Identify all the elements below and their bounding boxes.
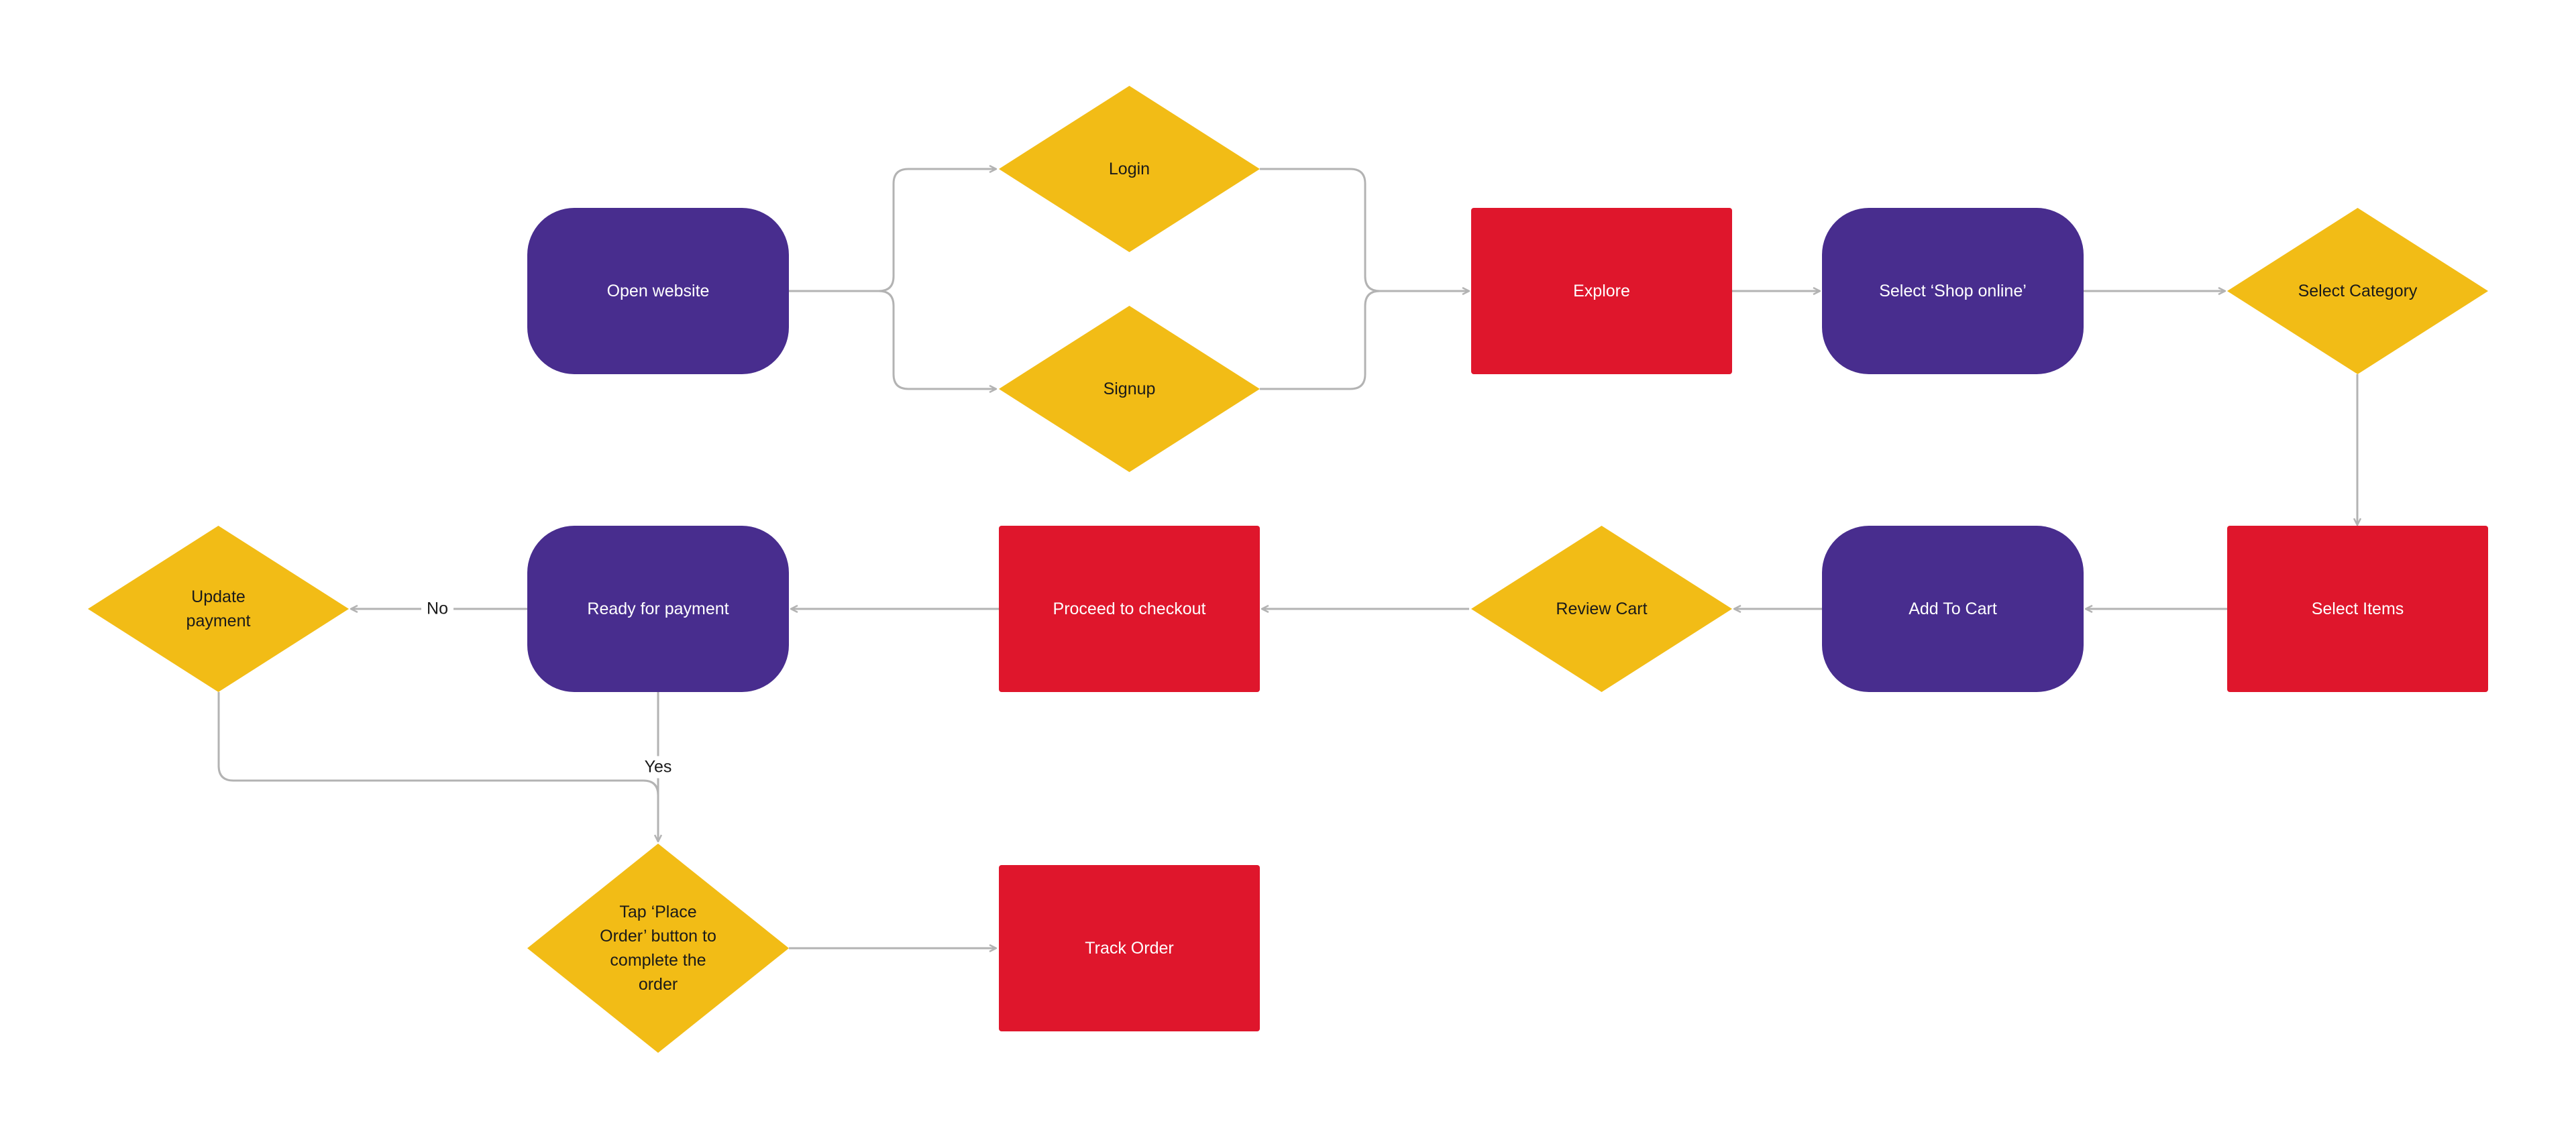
connector-update-to-place-order xyxy=(217,692,659,796)
connector-signup-to-explore xyxy=(1260,290,1381,390)
node-select-shop-online-label: Select ‘Shop online’ xyxy=(1879,281,2027,300)
node-explore-label: Explore xyxy=(1573,281,1630,300)
node-place-order: Tap ‘Place Order’ button to complete the… xyxy=(527,844,789,1053)
node-explore: Explore xyxy=(1471,208,1732,374)
node-select-items-label: Select Items xyxy=(2311,599,2404,618)
node-open-website-label: Open website xyxy=(606,281,710,300)
node-add-to-cart: Add To Cart xyxy=(1822,526,2084,692)
diamond-shape xyxy=(2227,208,2488,374)
node-open-website: Open website xyxy=(527,208,789,374)
diamond-shape xyxy=(1471,526,1732,692)
node-select-items: Select Items xyxy=(2227,526,2488,692)
node-review-cart: Review Cart xyxy=(1471,526,1732,692)
diamond-shape xyxy=(999,86,1260,252)
node-add-to-cart-label: Add To Cart xyxy=(1909,599,1997,618)
node-signup: Signup xyxy=(999,306,1260,472)
node-review-cart-label: Review Cart xyxy=(1556,599,1648,618)
edge-label-no: No xyxy=(421,597,453,620)
node-track-order-label: Track Order xyxy=(1085,938,1174,958)
node-update-payment: Update payment xyxy=(88,526,349,692)
node-update-payment-label: Update payment xyxy=(186,587,251,630)
node-login: Login xyxy=(999,86,1260,252)
connector-open-to-login xyxy=(789,169,996,292)
node-select-category: Select Category xyxy=(2227,208,2488,374)
diamond-shape xyxy=(527,844,789,1053)
node-ready-for-payment-label: Ready for payment xyxy=(587,599,729,618)
node-signup-label: Signup xyxy=(1103,379,1156,398)
connector-open-to-signup xyxy=(878,290,996,389)
node-track-order: Track Order xyxy=(999,865,1260,1031)
node-proceed-to-checkout-label: Proceed to checkout xyxy=(1053,599,1206,618)
node-select-shop-online: Select ‘Shop online’ xyxy=(1822,208,2084,374)
node-select-category-label: Select Category xyxy=(2298,281,2418,300)
diamond-shape xyxy=(999,306,1260,472)
node-place-order-label: Tap ‘Place Order’ button to complete the… xyxy=(600,902,716,994)
edge-label-yes: Yes xyxy=(639,756,678,779)
node-login-label: Login xyxy=(1108,159,1150,178)
diamond-shape xyxy=(88,526,349,692)
connector-login-to-explore xyxy=(1260,168,1469,291)
node-proceed-to-checkout: Proceed to checkout xyxy=(999,526,1260,692)
node-ready-for-payment: Ready for payment xyxy=(527,526,789,692)
